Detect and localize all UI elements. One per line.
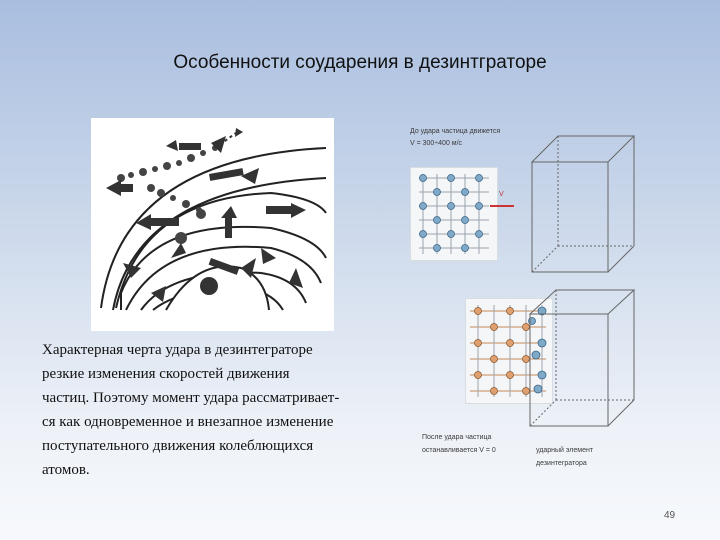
velocity-mark: V	[499, 191, 504, 198]
lattice-after-impact	[465, 298, 553, 404]
body-text: Характерная черта удара в дезинтеграторе…	[42, 338, 382, 482]
disintegrator-diagram	[91, 118, 334, 331]
impact-element-cube-top	[530, 135, 636, 273]
slide-title: Особенности соударения в дезинтграторе	[173, 52, 547, 73]
body-text-line: резкие изменения скоростей движения	[42, 366, 290, 382]
before-impact-velocity: V = 300÷400 м/с	[410, 140, 463, 147]
impact-element-label-2: дезинтегратора	[536, 460, 587, 467]
velocity-arrow	[490, 205, 514, 207]
impact-element-label: ударный элемент	[536, 447, 594, 454]
page-number: 49	[664, 510, 676, 521]
after-impact-velocity: останавливается V = 0	[422, 447, 496, 454]
body-text-line: ся как одновременное и внезапное изменен…	[42, 414, 334, 430]
body-text-line: частиц. Поэтому момент удара рассматрива…	[42, 390, 340, 406]
body-text-line: атомов.	[42, 462, 90, 478]
body-text-line: Характерная черта удара в дезинтеграторе	[42, 342, 313, 358]
impact-element-cube-bottom	[528, 289, 636, 427]
lattice-before-impact	[410, 167, 498, 261]
body-text-line: поступательного движения колеблющихся	[42, 438, 314, 454]
after-impact-label: После удара частица	[422, 434, 492, 441]
before-impact-label: До удара частица движется	[410, 128, 501, 135]
